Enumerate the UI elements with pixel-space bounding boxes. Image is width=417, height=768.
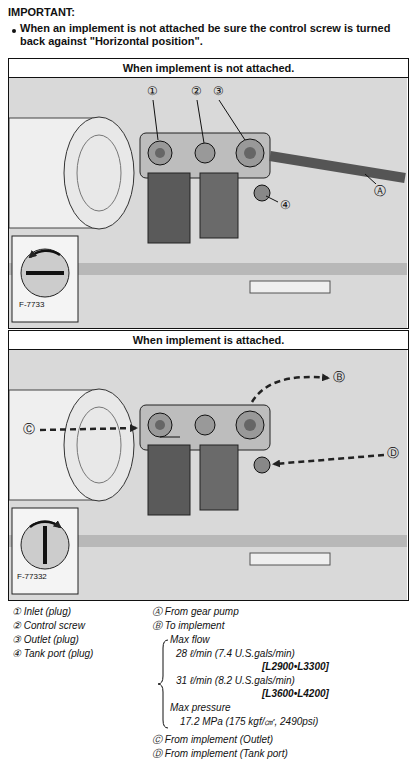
spec-value: 17.2 MPa (175 kgf/㎠, 2490psi) — [180, 716, 318, 728]
turn-arrow — [30, 522, 60, 527]
model-list: [L3600•L4200] — [262, 688, 329, 700]
leader-line — [219, 100, 245, 140]
flow-arrow — [40, 428, 136, 430]
turn-arrow — [30, 251, 60, 257]
callout-number: ③ — [212, 84, 225, 98]
panel-heading: When implement is not attached. — [9, 59, 408, 78]
legend-entry: ① Inlet (plug) — [12, 606, 71, 618]
figure-number: F-77332 — [16, 572, 48, 582]
valve-photo — [9, 350, 407, 600]
legend-brace — [158, 640, 168, 728]
callout-number: ④ — [279, 198, 292, 212]
figure-panel: When implement is attached. — [8, 330, 409, 601]
callout-number: ① — [146, 84, 159, 98]
spec-value: 28 ℓ/min (7.4 U.S.gals/min) — [176, 648, 295, 660]
legend-entry: ② Control screw — [12, 620, 85, 632]
leader-line — [266, 196, 278, 202]
flow-arrow — [252, 377, 328, 402]
screw-slot — [43, 526, 47, 564]
legend-entry: ④ Tank port (plug) — [12, 648, 93, 660]
callout-number: Ⓑ — [332, 370, 346, 384]
note-text: When an implement is not attached be sur… — [20, 22, 408, 48]
legend-entry: Ⓒ From implement (Outlet) — [152, 734, 273, 746]
valve-photo — [9, 78, 407, 328]
figure-panel: When implement is not attached. — [8, 58, 409, 329]
callout-number: ② — [190, 84, 203, 98]
spec-heading: Max pressure — [170, 702, 231, 714]
spec-value: 31 ℓ/min (8.2 U.S.gals/min) — [176, 675, 295, 687]
leader-line — [197, 100, 204, 143]
legend-entry: Ⓐ From gear pump — [152, 606, 239, 618]
panel-heading: When implement is attached. — [9, 331, 408, 350]
legend-entry: Ⓑ To implement — [152, 620, 224, 632]
leader-line — [365, 174, 376, 184]
model-list: [L2900•L3300] — [262, 661, 329, 673]
spec-heading: Max flow — [170, 634, 209, 646]
legend-entry: ③ Outlet (plug) — [12, 634, 79, 646]
pump-pipe — [270, 156, 405, 178]
callout-number: Ⓒ — [22, 422, 36, 436]
bullet — [12, 29, 16, 33]
figure-number: F-7733 — [18, 300, 45, 310]
note-heading: IMPORTANT: — [8, 6, 75, 19]
screw-slot — [26, 271, 64, 275]
leader-line — [153, 100, 158, 140]
leader-line — [160, 437, 180, 438]
callout-number: Ⓓ — [386, 446, 400, 460]
flow-arrow — [274, 455, 384, 464]
legend-entry: Ⓓ From implement (Tank port) — [152, 748, 288, 760]
callout-number: Ⓐ — [373, 184, 387, 198]
